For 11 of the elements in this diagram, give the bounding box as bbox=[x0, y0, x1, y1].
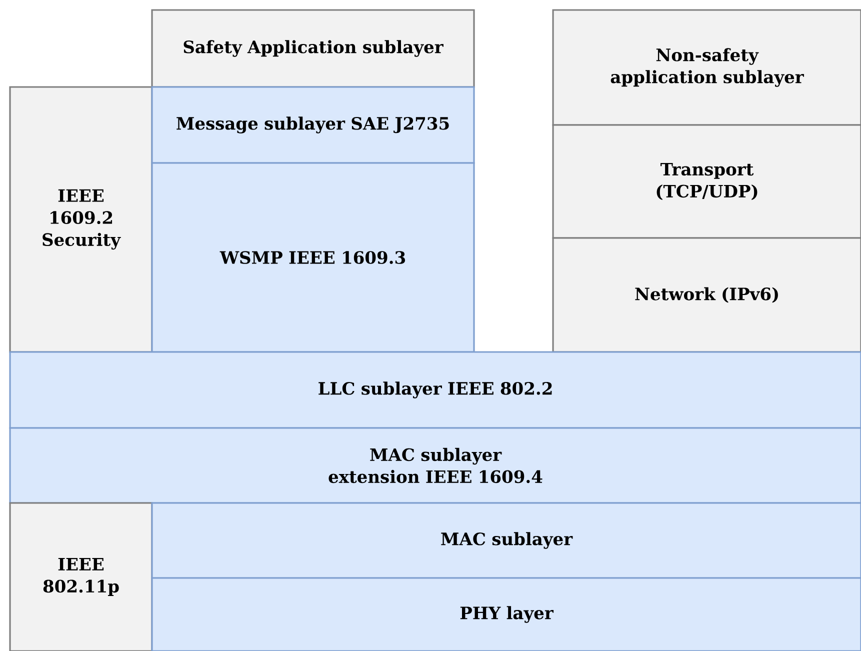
layer-box: Safety Application sublayer bbox=[151, 9, 475, 88]
layer-box: PHY layer bbox=[151, 577, 861, 651]
layer-box: MAC sublayer extension IEEE 1609.4 bbox=[9, 427, 861, 504]
layer-box: MAC sublayer bbox=[151, 502, 861, 579]
layer-box: IEEE 802.11p bbox=[9, 502, 153, 651]
layer-box: Network (IPv6) bbox=[552, 237, 861, 353]
layer-box: Transport (TCP/UDP) bbox=[552, 124, 861, 239]
layer-box: IEEE 1609.2 Security bbox=[9, 86, 153, 353]
layer-box: Message sublayer SAE J2735 bbox=[151, 86, 475, 164]
layer-box: LLC sublayer IEEE 802.2 bbox=[9, 351, 861, 429]
layer-box: Non-safety application sublayer bbox=[552, 9, 861, 126]
